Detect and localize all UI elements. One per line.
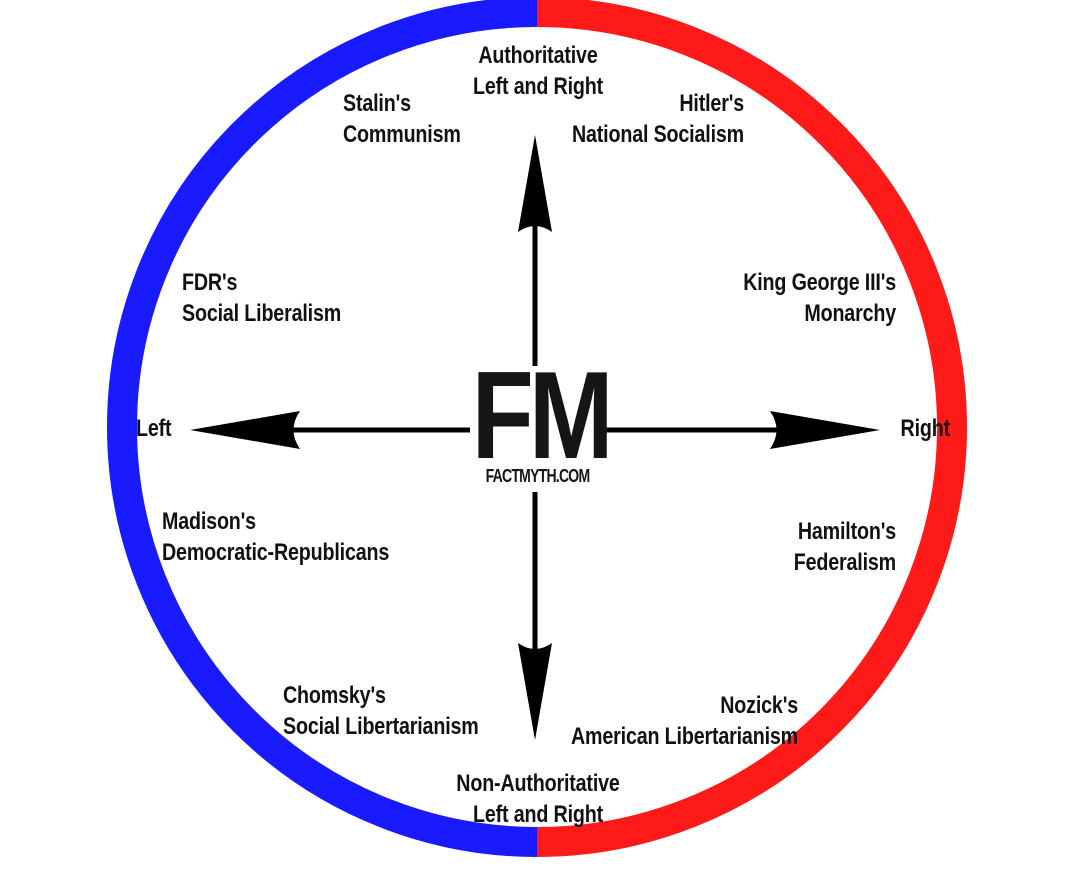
label-stalin-line-1: Stalin's [343,90,411,117]
label-nozick-line-1: Nozick's [720,692,798,719]
label-stalin-line-2: Communism [343,121,461,148]
top-axis-line-2: Left and Right [473,73,603,100]
label-hitler-line-2: National Socialism [571,121,744,148]
label-fdr-line-2: Social Liberalism [182,300,342,327]
bottom-axis-line-1: Non-Authoritative [456,770,620,797]
label-hamilton-line-2: Federalism [793,549,896,576]
label-madison-democratic-republicans: Madison's Democratic-Republicans [162,506,389,568]
factmyth-logo: FM FACTMYTH.COM [471,347,614,486]
label-nozick-line-2: American Libertarianism [570,723,798,750]
label-king-george-line-1: King George III's [743,269,896,296]
right-arrowhead-icon [770,411,880,449]
label-hitler-line-1: Hitler's [679,90,744,117]
left-arrowhead-icon [190,411,300,449]
logo-mark: FM [471,347,614,485]
label-hamilton-federalism: Hamilton's Federalism [735,516,896,578]
bottom-axis-label: Non-Authoritative Left and Right [441,768,635,830]
left-ring-arc [107,0,538,857]
down-arrowhead-icon [518,643,552,740]
label-hamilton-line-1: Hamilton's [797,518,896,545]
right-axis-label: Right [900,415,951,442]
label-fdr-line-1: FDR's [182,269,238,296]
label-nozick-american-libertarianism: Nozick's American Libertarianism [554,690,798,752]
left-axis-label: Left [136,415,172,442]
label-madison-line-1: Madison's [162,508,256,535]
label-chomsky-social-libertarianism: Chomsky's Social Libertarianism [283,680,479,742]
label-madison-line-2: Democratic-Republicans [162,539,390,566]
up-arrowhead-icon [518,135,552,232]
label-chomsky-line-1: Chomsky's [283,682,386,709]
label-fdr-social-liberalism: FDR's Social Liberalism [182,267,341,329]
label-king-george-line-2: Monarchy [804,300,896,327]
label-stalin-communism: Stalin's Communism [343,88,461,150]
label-hitler-national-socialism: Hitler's National Socialism [544,88,744,150]
logo-backing [470,366,598,492]
bottom-axis-line-2: Left and Right [473,801,603,828]
label-king-george-monarchy: King George III's Monarchy [686,267,896,329]
top-axis-line-1: Authoritative [478,42,598,69]
top-axis-label: Authoritative Left and Right [456,40,620,102]
logo-site: FACTMYTH.COM [485,466,591,486]
label-chomsky-line-2: Social Libertarianism [283,713,479,740]
right-ring-arc [536,0,967,857]
